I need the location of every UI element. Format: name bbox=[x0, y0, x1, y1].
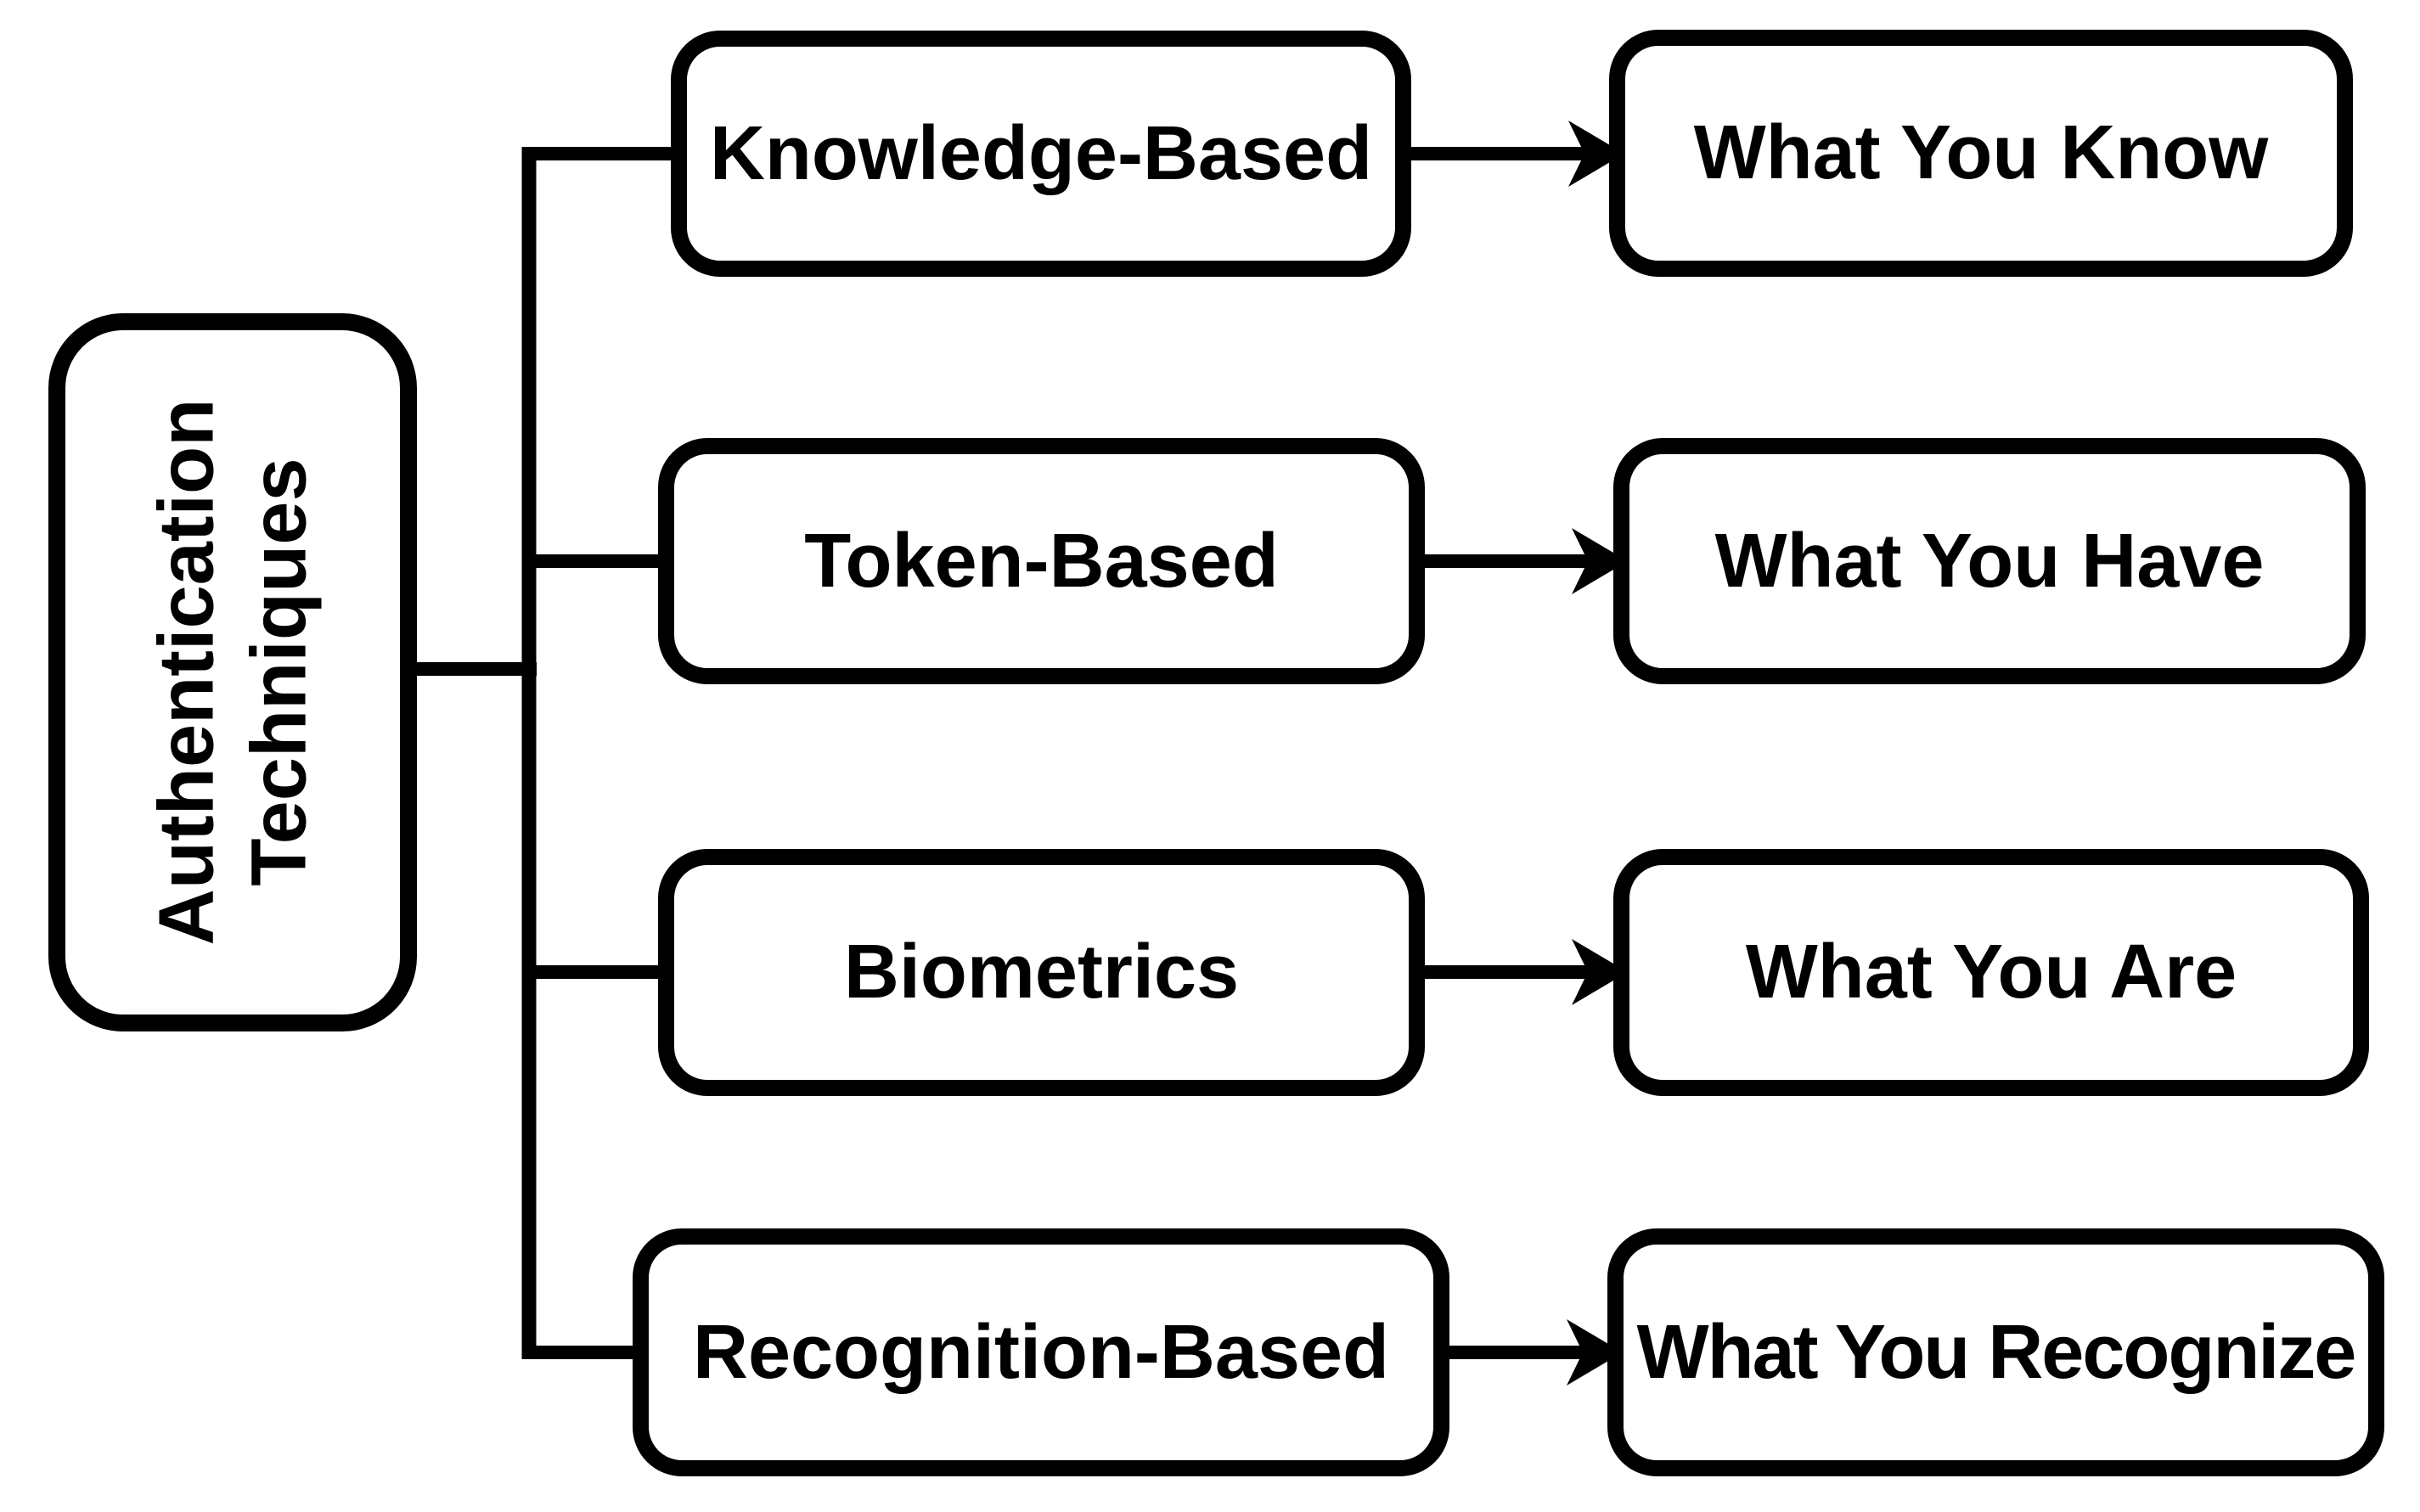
category-label: Recognition-Based bbox=[692, 1309, 1390, 1395]
factor-node-what-you-recognize: What You Recognize bbox=[1607, 1228, 2384, 1476]
factor-label: What You Know bbox=[1693, 110, 2269, 195]
category-node-recognition-based: Recognition-Based bbox=[633, 1228, 1449, 1476]
root-label-line2: Techniques bbox=[235, 458, 322, 887]
category-label: Biometrics bbox=[843, 930, 1240, 1015]
category-label: Knowledge-Based bbox=[709, 110, 1373, 196]
factor-node-what-you-are: What You Are bbox=[1613, 849, 2369, 1096]
category-node-knowledge-based: Knowledge-Based bbox=[671, 31, 1411, 277]
arrow-head-token bbox=[1572, 528, 1628, 594]
category-label: Token-Based bbox=[804, 518, 1279, 604]
root-node-authentication-techniques: Authentication Techniques bbox=[48, 313, 417, 1031]
root-label-line1: Authentication bbox=[143, 399, 230, 946]
root-node-label: Authentication Techniques bbox=[140, 399, 324, 946]
arrow-head-biometrics bbox=[1572, 939, 1628, 1005]
factor-label: What You Have bbox=[1714, 518, 2265, 604]
arrow-head-knowledge bbox=[1568, 121, 1624, 187]
category-node-token-based: Token-Based bbox=[658, 438, 1425, 684]
arrow-head-recognition bbox=[1567, 1319, 1623, 1386]
factor-node-what-you-know: What You Know bbox=[1609, 30, 2353, 277]
factor-label: What You Are bbox=[1745, 930, 2237, 1015]
factor-label: What You Recognize bbox=[1636, 1309, 2357, 1395]
factor-node-what-you-have: What You Have bbox=[1613, 438, 2366, 684]
category-node-biometrics: Biometrics bbox=[658, 849, 1425, 1096]
